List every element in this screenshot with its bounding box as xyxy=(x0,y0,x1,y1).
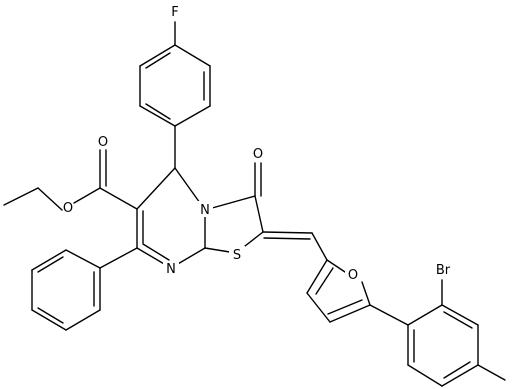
nitrogen-ring-bg xyxy=(163,261,179,277)
nitrogen-junction-bg xyxy=(197,201,213,217)
furan-ring xyxy=(306,259,371,323)
nitrogen-ring-atom: N xyxy=(166,262,176,277)
sulfur-atom: S xyxy=(233,248,241,263)
sulfur-bg xyxy=(229,246,245,262)
bromomethylphenyl-ring xyxy=(369,279,506,387)
ethyl-ester xyxy=(3,149,138,211)
oxygen-ketone-atom: O xyxy=(253,147,263,162)
thiazole-ring xyxy=(204,162,264,254)
fluorine-atom: F xyxy=(171,5,178,20)
methylidene-bridge xyxy=(262,231,328,261)
pyrimidine-ring xyxy=(136,167,206,269)
fluorophenyl-ring xyxy=(139,21,211,127)
phenyl-ring xyxy=(31,247,138,331)
furan-oxygen-bg xyxy=(345,266,361,282)
bromine-atom: Br xyxy=(436,263,451,278)
atom-labels: F O O O N N S O Br xyxy=(63,5,451,283)
oxygen-ester-carbonyl-atom: O xyxy=(98,135,108,150)
nitrogen-junction-atom: N xyxy=(200,203,210,218)
furan-oxygen-atom: O xyxy=(348,268,358,283)
oxygen-ester-atom: O xyxy=(63,201,73,216)
